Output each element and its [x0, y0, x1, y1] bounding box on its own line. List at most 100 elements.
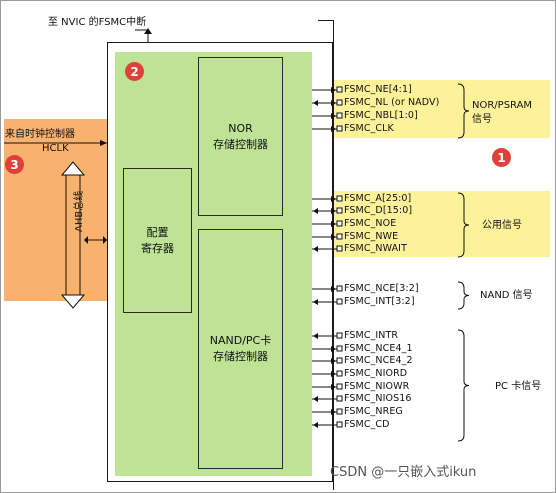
- signal-arrow-out: [331, 384, 336, 390]
- signal-label: FSMC_A[25:0]: [344, 193, 412, 204]
- signal-arrow-out: [331, 371, 336, 377]
- hclk-arrowhead: [100, 140, 107, 146]
- ahb-link-arrow-left: [84, 236, 88, 244]
- clock-source-label: 来自时钟控制器: [5, 129, 75, 140]
- nvic-label: 至 NVIC 的FSMC中断: [48, 17, 147, 28]
- signal-pin: [336, 332, 343, 339]
- signal-pin: [336, 245, 343, 252]
- signal-pin: [336, 345, 343, 352]
- signal-pin: [336, 298, 343, 305]
- ahb-bus-label: AHB总线: [74, 190, 85, 232]
- common-signal-highlight: [309, 191, 550, 257]
- signal-label: FSMC_NE[4:1]: [344, 84, 412, 95]
- nor-title: NOR: [228, 121, 253, 135]
- group-nor-line1: NOR/PSRAM: [472, 100, 533, 111]
- group-brace: [457, 281, 470, 310]
- marker-3: 3: [5, 155, 24, 174]
- clock-and-bus-panel: [4, 119, 108, 301]
- signal-arrow-out: [331, 87, 336, 93]
- signal-label: FSMC_NIORD: [344, 368, 408, 379]
- signal-label: FSMC_NL (or NADV): [344, 97, 440, 108]
- group-pc-label: PC 卡信号: [495, 381, 542, 392]
- signal-label: FSMC_NCE4_1: [344, 343, 413, 354]
- signal-arrow-in: [313, 246, 318, 252]
- signal-label: FSMC_NIOWR: [344, 381, 410, 392]
- signal-pin: [336, 383, 343, 390]
- signal-label: FSMC_INT[3:2]: [344, 296, 415, 307]
- signal-arrow-out: [331, 346, 336, 352]
- signal-label: FSMC_NCE[3:2]: [344, 283, 419, 294]
- signal-arrow-out: [331, 208, 336, 214]
- signal-pin: [336, 285, 343, 292]
- signal-label: FSMC_INTR: [344, 330, 399, 341]
- group-nor-label: NOR/PSRAM 信号: [472, 99, 532, 127]
- signal-arrow-out: [331, 358, 336, 364]
- signal-arrow-out: [331, 221, 336, 227]
- signal-arrow-out: [331, 100, 336, 106]
- group-brace: [457, 192, 470, 258]
- signal-pin: [336, 220, 343, 227]
- signal-arrow-out: [331, 113, 336, 119]
- signal-pin: [336, 86, 343, 93]
- nand-subtitle: 存储控制器: [212, 350, 268, 363]
- nor-signal-highlight: [309, 80, 550, 138]
- signal-arrow-in: [313, 299, 318, 305]
- signal-arrow-in: [313, 208, 318, 214]
- group-nor-line2: 信号: [472, 114, 492, 125]
- signal-arrow-in: [313, 333, 318, 339]
- group-nand-label: NAND 信号: [480, 290, 533, 301]
- group-brace: [457, 83, 470, 139]
- config-title: 配置: [146, 225, 169, 239]
- signal-pin: [336, 357, 343, 364]
- nvic-interrupt-arrowhead: [144, 28, 152, 34]
- signal-bus-line: [333, 20, 334, 490]
- config-subtitle: 寄存器: [141, 241, 174, 255]
- signal-label: FSMC_NOE: [344, 218, 397, 229]
- signal-pin: [336, 207, 343, 214]
- signal-pin: [336, 370, 343, 377]
- signal-label: FSMC_NWE: [344, 231, 399, 242]
- nor-controller-block: NOR 存储控制器: [198, 57, 283, 216]
- ahb-link-arrow-right: [103, 236, 107, 244]
- watermark: CSDN @一只嵌入式ikun: [330, 465, 477, 480]
- ahb-bus-arrow-up: [60, 161, 86, 176]
- marker-2: 2: [125, 62, 144, 81]
- signal-arrow-in: [313, 422, 318, 428]
- signal-arrow-in: [313, 100, 318, 106]
- signal-pin: [336, 395, 343, 402]
- signal-label: FSMC_NCE4_2: [344, 355, 413, 366]
- signal-arrow-out: [331, 196, 336, 202]
- signal-label: FSMC_NIOS16: [344, 393, 412, 404]
- signal-arrow-out: [331, 409, 336, 415]
- signal-label: FSMC_NREG: [344, 406, 403, 417]
- nand-title: NAND/PC卡: [209, 334, 272, 347]
- signal-label: FSMC_CD: [344, 419, 390, 430]
- signal-pin: [336, 99, 343, 106]
- group-braces: [457, 83, 470, 442]
- config-register-block: 配置 寄存器: [123, 168, 192, 313]
- signal-pin: [336, 421, 343, 428]
- signal-arrow-out: [331, 234, 336, 240]
- marker-1: 1: [492, 148, 511, 167]
- signal-label: FSMC_D[15:0]: [344, 205, 413, 216]
- nor-subtitle: 存储控制器: [213, 137, 268, 151]
- signal-label: FSMC_CLK: [344, 123, 394, 134]
- signal-label: FSMC_NBL[1:0]: [344, 110, 418, 121]
- signal-pin: [336, 112, 343, 119]
- signal-pin: [336, 233, 343, 240]
- signal-arrow-out: [331, 286, 336, 292]
- bus-top-tick: [318, 20, 333, 21]
- signal-label: FSMC_NWAIT: [344, 243, 407, 254]
- signal-pins: [312, 86, 343, 428]
- signal-pin: [336, 195, 343, 202]
- signal-pin: [336, 125, 343, 132]
- signal-arrow-in: [313, 396, 318, 402]
- signal-arrow-out: [331, 126, 336, 132]
- ahb-bus-arrow-down: [60, 294, 86, 309]
- group-brace: [457, 329, 470, 442]
- hclk-label: HCLK: [42, 143, 69, 154]
- nand-controller-block: NAND/PC卡 存储控制器: [198, 229, 283, 469]
- group-common-label: 公用信号: [482, 220, 522, 231]
